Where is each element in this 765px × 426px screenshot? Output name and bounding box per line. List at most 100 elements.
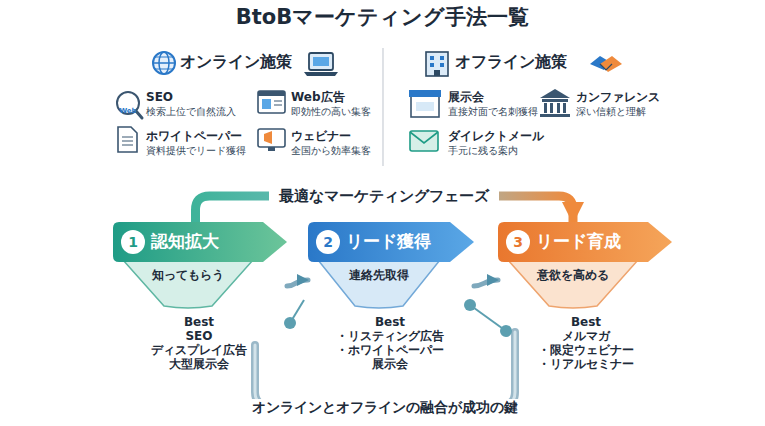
laptop-icon (313, 57, 329, 66)
envelope-icon (410, 131, 438, 151)
label-slot: Best (220, 311, 560, 330)
seo-magnifier-icon (117, 92, 142, 118)
text-label: オンライン施策 (180, 52, 292, 71)
text-label: ウェビナー (291, 129, 351, 143)
funnel-stage: 2 リード獲得連絡先取得 (308, 222, 474, 310)
document-icon (118, 127, 137, 152)
text-label: メルマガ (562, 329, 610, 343)
funnel-stage: 1認知拡大知ってもらう (113, 222, 287, 310)
browser-icon (258, 91, 285, 96)
step-number: 2 (316, 230, 340, 254)
phase-heading: リード獲得 (346, 231, 431, 251)
connecting-pipe (255, 332, 515, 406)
text-label: ホワイトペーパー (146, 129, 242, 143)
webinar-icon (258, 129, 285, 151)
funnel-body (318, 260, 440, 308)
label-slot: メルマガ (416, 325, 756, 344)
label-slot: 展示会 (220, 353, 560, 372)
text-label: Best (375, 315, 405, 329)
text-label: カンファレンス (576, 90, 660, 104)
handshake-icon (600, 64, 612, 70)
webinar-icon (264, 131, 272, 144)
seo-magnifier-icon (136, 111, 142, 118)
text-label: SEO (185, 329, 212, 343)
text-label: オンラインとオフラインの融合が成功の鍵 (244, 399, 526, 416)
phase-goal: 連絡先取得 (308, 268, 450, 282)
funnel-body (123, 260, 253, 308)
text-label: 資料提供でリード獲得 (146, 145, 246, 156)
phase-goal: 意欲を高める (498, 268, 648, 282)
globe-icon (153, 52, 175, 74)
step-number: 3 (506, 230, 530, 254)
text-label: ダイレクトメール (448, 129, 544, 143)
globe-icon (153, 62, 175, 64)
text-label: 即効性の高い集客 (291, 106, 371, 117)
booth-icon (409, 90, 441, 117)
step-number: 1 (121, 230, 145, 254)
globe-icon (153, 52, 175, 74)
section-divider (382, 48, 383, 166)
document-icon (122, 145, 133, 146)
conference-icon (542, 99, 568, 102)
building-icon (440, 63, 444, 67)
text-label: 検索上位で自然流入 (146, 106, 236, 117)
diagram-title: BtoBマーケティング手法一覧 (0, 5, 765, 30)
text-label: 手元に残る案内 (448, 145, 518, 156)
conference-icon (544, 103, 547, 113)
text-label: SEO (146, 90, 173, 104)
conference-icon (540, 114, 570, 117)
document-icon (118, 127, 137, 152)
globe-icon (155, 69, 173, 70)
conference-icon (550, 103, 553, 113)
booth-icon (416, 102, 434, 111)
browser-icon (258, 91, 285, 113)
building-icon (440, 56, 444, 60)
label-slot: ・ホワイトペーパー (220, 339, 560, 358)
envelope-icon (410, 131, 438, 151)
document-icon (122, 141, 133, 142)
text-label: 展示会 (372, 357, 408, 371)
conference-icon (557, 103, 560, 113)
label-slot: オンラインとオフラインの融合が成功の鍵 (215, 397, 555, 416)
label-slot: ・リアルセミナー (416, 353, 756, 372)
browser-icon (274, 101, 282, 102)
handshake-icon (590, 56, 622, 72)
label-slot: Best (29, 311, 369, 330)
text-label: 展示会 (448, 90, 484, 104)
connecting-pipe (255, 332, 515, 406)
label-slot: ディスプレイ広告 (29, 339, 369, 358)
building-icon (426, 52, 448, 76)
edge-label-slot: 最適なマーケティングフェーズ (214, 186, 554, 206)
conference-icon (563, 103, 566, 113)
text-label: ・リアルセミナー (538, 357, 634, 371)
laptop-icon (304, 72, 338, 76)
laptop-icon (304, 53, 338, 76)
text-label: オフライン施策 (455, 52, 567, 71)
document-icon (122, 137, 133, 138)
text-label: ・ホワイトペーパー (336, 343, 444, 357)
label-slot: ・限定ウェビナー (416, 339, 756, 358)
text-label: 全国から効率集客 (291, 145, 371, 156)
building-icon (430, 63, 434, 67)
phase-arrow-band (308, 222, 474, 262)
browser-icon (274, 105, 282, 106)
label-slot: ・リスティング広告 (220, 325, 560, 344)
text-label: Best (184, 315, 214, 329)
browser-icon (258, 91, 285, 113)
text-label: ディスプレイ広告 (151, 343, 247, 357)
conference-icon (540, 89, 570, 98)
phase-arrow-band (498, 222, 672, 262)
funnel-stage: 3 リード育成意欲を高める (498, 222, 672, 310)
connecting-pipe (255, 332, 515, 406)
label-slot: Best (416, 311, 756, 330)
text-label: Web (119, 107, 136, 115)
browser-icon (262, 99, 271, 109)
laptop-icon (309, 53, 333, 70)
phase-heading: リード育成 (536, 231, 621, 251)
phase-heading: 認知拡大 (151, 231, 219, 251)
webinar-icon (258, 129, 285, 147)
conference-icon (540, 89, 570, 117)
text-label: ・限定ウェビナー (538, 343, 634, 357)
booth-icon (411, 96, 439, 117)
